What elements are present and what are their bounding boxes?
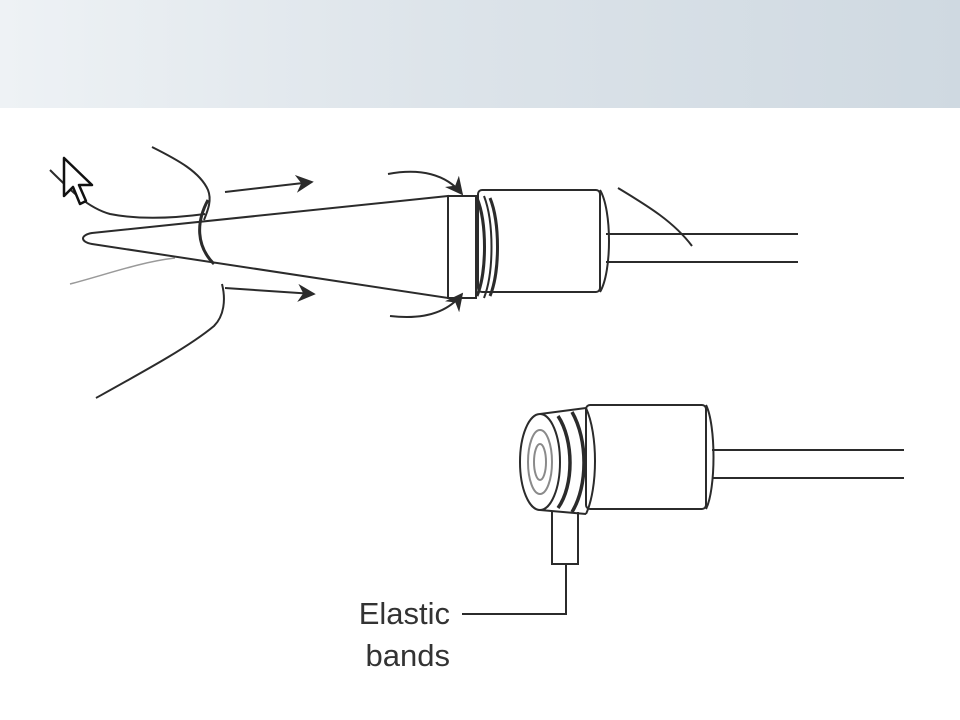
elastic-band-2 bbox=[570, 411, 586, 513]
arrow-lower-straight bbox=[224, 283, 316, 302]
barrel-body bbox=[477, 189, 601, 293]
applicator-cone bbox=[82, 194, 449, 300]
grip-curve bbox=[198, 199, 216, 266]
callout-bracket bbox=[551, 512, 579, 565]
mouse-pointer-icon bbox=[62, 156, 94, 206]
tube-clip bbox=[617, 187, 693, 247]
palm-outline bbox=[95, 283, 225, 399]
elastic-band-1 bbox=[556, 415, 572, 510]
arrow-upper-curved bbox=[387, 170, 464, 196]
open-end-inner bbox=[527, 429, 553, 495]
collar-ring-1 bbox=[475, 197, 486, 297]
header-band bbox=[0, 0, 960, 108]
top-assembly bbox=[49, 146, 798, 399]
arrow-lower-curved bbox=[389, 292, 464, 318]
bottom-assembly bbox=[519, 404, 904, 515]
callout-line bbox=[462, 564, 567, 615]
collar-ring-3 bbox=[488, 197, 499, 297]
collar-outer bbox=[447, 195, 477, 299]
motion-arrows bbox=[224, 170, 464, 318]
band-spacer bbox=[585, 407, 596, 515]
callout-label-line1: Elastic bbox=[358, 596, 450, 631]
finger-lower-outline bbox=[69, 257, 176, 285]
open-end-core bbox=[533, 443, 547, 481]
collar-ring-2 bbox=[483, 195, 493, 299]
band-segment-top bbox=[539, 407, 587, 415]
thumb-outline bbox=[151, 146, 211, 221]
lower-barrel-body bbox=[585, 404, 707, 510]
callout-leader bbox=[462, 512, 579, 615]
callout-label-line2: bands bbox=[365, 638, 450, 673]
arrow-upper-straight bbox=[224, 174, 314, 193]
lower-barrel-cap bbox=[705, 404, 715, 510]
barrel-right-cap bbox=[599, 189, 610, 293]
band-segment-bottom bbox=[539, 509, 587, 515]
open-end-face bbox=[519, 413, 561, 511]
